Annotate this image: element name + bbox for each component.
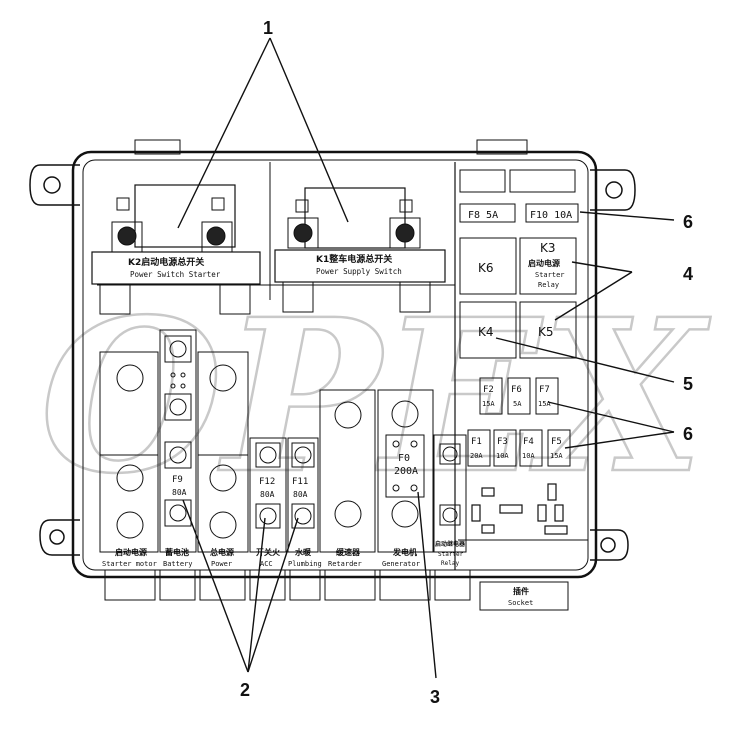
fuse-f9-amps: 80A bbox=[172, 488, 187, 497]
fuse-f6: F6 bbox=[511, 385, 522, 395]
label-socket-en: Socket bbox=[508, 599, 533, 607]
fuse-f4: F4 bbox=[523, 437, 534, 447]
fuse-f12-amps: 80A bbox=[260, 490, 275, 499]
fuse-f1: F1 bbox=[471, 437, 482, 447]
fuse-f3: F3 bbox=[497, 437, 508, 447]
fuse-f10: F10 10A bbox=[530, 210, 572, 221]
fuse-f7-amps: 15A bbox=[538, 400, 551, 408]
fuse-f11-amps: 80A bbox=[293, 490, 308, 499]
callout-6a: 6 bbox=[683, 212, 693, 232]
label-generator-cn: 发电机 bbox=[392, 547, 417, 557]
k1-label-en: Power Supply Switch bbox=[316, 267, 402, 276]
top-right-fuses bbox=[459, 169, 579, 223]
fuse-f0: F0 bbox=[398, 453, 410, 464]
label-relay-cn: 启动继电器 bbox=[435, 540, 466, 548]
relay-socket-pins bbox=[458, 483, 588, 541]
relay-k3: K3 bbox=[540, 241, 556, 255]
label-power-cn: 总电源 bbox=[210, 547, 234, 557]
k2-label-cn: K2启动电源总开关 bbox=[128, 256, 204, 268]
label-plumbing-en: Plumbing bbox=[288, 560, 322, 568]
fuse-f7: F7 bbox=[539, 385, 550, 395]
callout-1: 1 bbox=[263, 18, 273, 38]
label-retarder-cn: 缓速器 bbox=[336, 547, 361, 557]
k1-label-cn: K1整车电源总开关 bbox=[316, 253, 392, 265]
terminal-blocks bbox=[99, 329, 467, 553]
label-retarder-en: Retarder bbox=[328, 560, 362, 568]
mini-fuses-row1 bbox=[479, 377, 559, 415]
label-battery-cn: 蓄电池 bbox=[165, 547, 189, 557]
fuse-f8: F8 5A bbox=[468, 210, 498, 221]
label-starter-en: Starter motor bbox=[102, 560, 157, 568]
label-generator-en: Generator bbox=[382, 560, 420, 568]
label-starter-cn: 启动电源 bbox=[115, 547, 147, 557]
label-socket-cn: 插件 bbox=[513, 586, 529, 596]
relay-k4: K4 bbox=[478, 325, 494, 339]
relay-k3-cn: 启动电源 bbox=[528, 258, 560, 268]
relay-k3-en2: Relay bbox=[538, 281, 559, 289]
fuse-f3-amps: 10A bbox=[496, 452, 509, 460]
fuse-f5-amps: 15A bbox=[550, 452, 563, 460]
label-relay-en2: Relay bbox=[441, 560, 459, 567]
callout-6b: 6 bbox=[683, 424, 693, 444]
label-plumbing-cn: 水暖 bbox=[294, 547, 312, 557]
callout-4: 4 bbox=[683, 264, 693, 284]
fuse-f0-amps: 200A bbox=[394, 466, 418, 477]
fuse-f4-amps: 10A bbox=[522, 452, 535, 460]
k2-power-switch-starter bbox=[91, 184, 261, 315]
callout-5: 5 bbox=[683, 374, 693, 394]
label-battery-en: Battery bbox=[163, 560, 193, 568]
mini-fuses-row2 bbox=[467, 429, 571, 467]
relay-k5: K5 bbox=[538, 325, 554, 339]
callout-2: 2 bbox=[240, 680, 250, 700]
relay-k3-en1: Starter bbox=[535, 271, 565, 279]
callout-3: 3 bbox=[430, 687, 440, 707]
label-relay-en1: Starter bbox=[438, 551, 464, 558]
fuse-f6-amps: 5A bbox=[513, 400, 522, 408]
fuse-f12: F12 bbox=[259, 477, 275, 487]
relay-k6: K6 bbox=[478, 261, 494, 275]
mounting-ears bbox=[29, 164, 636, 561]
relay-blocks bbox=[459, 237, 577, 359]
fuse-f11: F11 bbox=[292, 477, 308, 487]
label-acc-cn: 开关火 bbox=[256, 547, 281, 557]
fuse-f2-amps: 15A bbox=[482, 400, 495, 408]
k2-label-en: Power Switch Starter bbox=[130, 270, 221, 279]
label-power-en: Power bbox=[211, 560, 232, 568]
label-acc-en: ACC bbox=[260, 560, 273, 568]
housing bbox=[71, 139, 598, 611]
fuse-f5: F5 bbox=[551, 437, 562, 447]
bottom-labels: 启动电源 Starter motor 蓄电池 Battery 总电源 Power… bbox=[102, 540, 533, 607]
k1-power-supply-switch bbox=[274, 187, 446, 313]
leader-lines bbox=[177, 37, 675, 679]
fuse-f9: F9 bbox=[172, 475, 183, 485]
fuse-f1-amps: 20A bbox=[470, 452, 483, 460]
fuse-f2: F2 bbox=[483, 385, 494, 395]
